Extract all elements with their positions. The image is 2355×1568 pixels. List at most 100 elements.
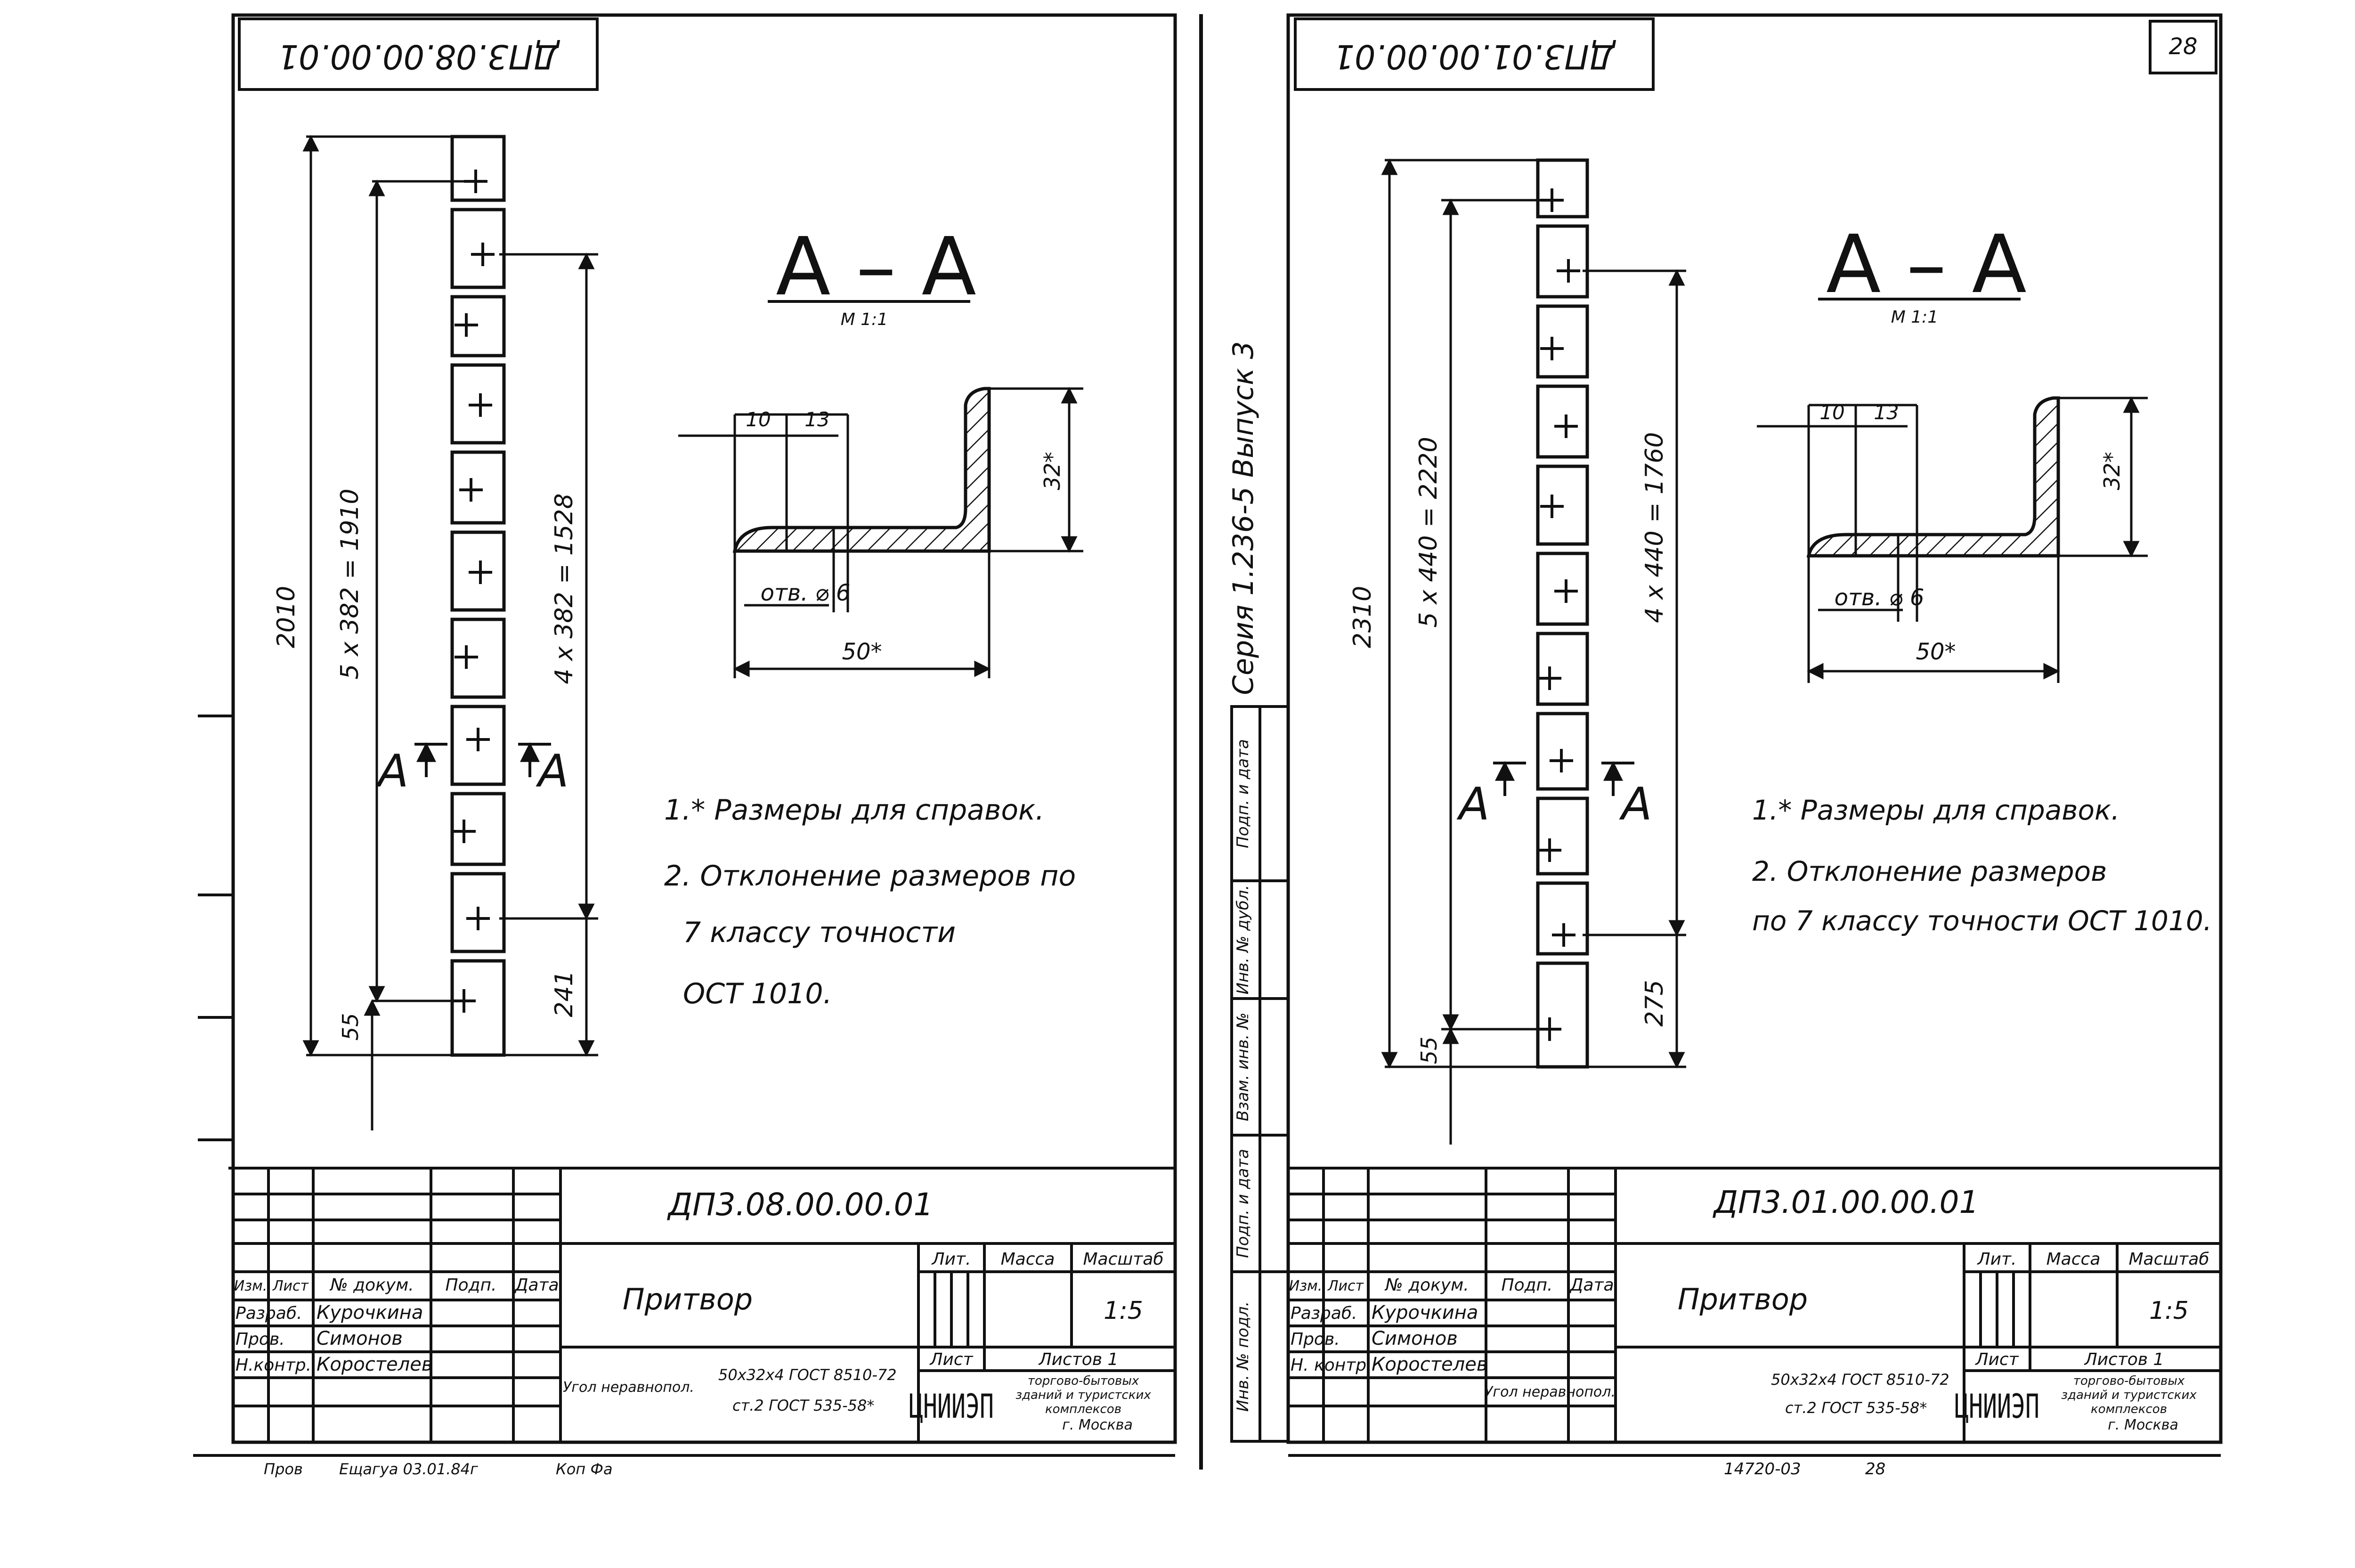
left-tb-scale-label: Масштаб xyxy=(1083,1250,1163,1269)
left-tb-material-1: Угол неравнопол. xyxy=(563,1379,694,1396)
left-section-d13: 13 xyxy=(804,408,829,431)
left-tb-material-2: 50х32х4 ГОСТ 8510-72 xyxy=(718,1366,897,1384)
right-tb-org-4: г. Москва xyxy=(2108,1417,2178,1433)
right-tb-col-izm: Изм. xyxy=(1289,1278,1323,1294)
spine: Серия 1.236-5 Выпуск 3 Инв. № подл. Подп… xyxy=(1227,341,1290,1443)
left-section-hole: отв. ⌀ 6 xyxy=(761,580,851,606)
left-tb-col-date: Дата xyxy=(514,1276,559,1295)
spine-label-3: Взам. инв. № xyxy=(1234,1013,1252,1121)
right-section-title: А – А xyxy=(1826,218,2027,311)
left-tb-lit: Лит. xyxy=(931,1250,971,1269)
right-section-dims xyxy=(1757,396,2148,683)
right-tb-role-3: Н. контр. xyxy=(1291,1356,1372,1375)
left-tb-sheet: Лист xyxy=(929,1350,973,1369)
left-tb-col-list: Лист xyxy=(272,1278,309,1294)
left-tb-org-3: комплексов xyxy=(1045,1402,1121,1416)
left-dim-bottom-offset: 241 xyxy=(550,970,578,1017)
right-title-block xyxy=(1288,1167,2221,1442)
left-dim-four-pitch: 4 х 382 = 1528 xyxy=(550,493,578,684)
left-section-height: 32* xyxy=(1039,452,1065,490)
left-tb-org-2: зданий и туристских xyxy=(1015,1388,1151,1402)
right-sheet: ДП3.01.00.00.01 28 xyxy=(1286,13,2223,1479)
left-dimensions xyxy=(302,135,598,1130)
right-tb-scale: 1:5 xyxy=(2149,1297,2189,1325)
right-note-2: 2. Отклонение размеров xyxy=(1752,855,2107,887)
right-tb-org-1: торгово-бытовых xyxy=(2073,1374,2185,1388)
right-footer-archive: 14720-03 xyxy=(1724,1460,1801,1479)
left-tb-role-1: Разраб. xyxy=(236,1304,302,1323)
left-section-width: 50* xyxy=(842,639,882,665)
left-cut-letter-1: А xyxy=(375,746,409,797)
spine-label-1: Инв. № подл. xyxy=(1234,1301,1252,1412)
left-section-d10: 10 xyxy=(746,408,771,431)
left-tb-name: Притвор xyxy=(623,1282,753,1316)
right-tb-code: ДП3.01.00.00.01 xyxy=(1712,1184,1979,1220)
right-dim-five-pitch: 5 х 440 = 2220 xyxy=(1414,437,1443,627)
left-edge-ticks xyxy=(198,715,233,1141)
left-tb-person-2: Симонов xyxy=(317,1328,403,1349)
right-tb-material-2: 50х32х4 ГОСТ 8510-72 xyxy=(1771,1371,1949,1389)
left-note-2: 2. Отклонение размеров по xyxy=(664,860,1076,893)
left-frame xyxy=(231,13,1177,1444)
right-tb-col-doc: № докум. xyxy=(1384,1276,1469,1295)
left-tb-role-2: Пров. xyxy=(236,1330,285,1349)
right-tb-person-1: Курочкина xyxy=(1372,1302,1478,1324)
right-tb-mass: Масса xyxy=(2046,1250,2101,1269)
right-tb-name: Притвор xyxy=(1678,1282,1808,1316)
right-frame xyxy=(1286,13,2223,1444)
left-section-title: А – А xyxy=(776,220,976,314)
left-stamp-box xyxy=(238,17,599,91)
right-page-box xyxy=(2149,20,2217,74)
right-dim-total: 2310 xyxy=(1348,586,1377,648)
left-tb-col-doc: № докум. xyxy=(329,1276,414,1295)
left-dim-five-pitch: 5 х 382 = 1910 xyxy=(336,488,364,679)
right-section-height: 32* xyxy=(2099,452,2125,490)
right-tb-org-logo: ЦНИИЭП xyxy=(1955,1387,2039,1426)
right-section-scale: М 1:1 xyxy=(1891,308,1938,327)
left-tb-org-1: торгово-бытовых xyxy=(1028,1374,1139,1388)
spine-series: Серия 1.236-5 Выпуск 3 xyxy=(1227,341,1260,695)
right-dim-end-offset: 55 xyxy=(1416,1037,1442,1064)
left-note-4: ОСТ 1010. xyxy=(683,977,832,1010)
right-tb-sheet: Лист xyxy=(1974,1350,2019,1369)
right-dim-bottom-offset: 275 xyxy=(1640,980,1669,1026)
right-tb-person-3: Коростелев xyxy=(1372,1354,1487,1375)
right-tb-sheets: Листов 1 xyxy=(2084,1350,2164,1369)
left-title-block xyxy=(228,1167,1175,1442)
left-sheet: ДП3.08.00.00.01 xyxy=(193,13,1177,1478)
left-strip xyxy=(450,135,506,1057)
spine-label-4: Инв. № дубл. xyxy=(1234,885,1252,995)
right-page-number: 28 xyxy=(2168,33,2197,60)
right-cut-letter-2: А xyxy=(1619,779,1652,830)
left-tb-material-3: ст.2 ГОСТ 535-58* xyxy=(732,1397,874,1414)
left-stamp-code: ДП3.08.00.00.01 xyxy=(277,37,560,76)
left-footer-copy: Коп Фа xyxy=(556,1460,613,1478)
left-dim-end-offset: 55 xyxy=(338,1013,363,1041)
right-dim-four-pitch: 4 х 440 = 1760 xyxy=(1640,432,1669,623)
right-hole-marks xyxy=(1538,188,1580,1041)
right-tb-org-2: зданий и туристских xyxy=(2061,1388,2197,1402)
left-tb-role-3: Н.контр. xyxy=(236,1356,311,1375)
right-tb-role-2: Пров. xyxy=(1291,1330,1340,1349)
right-tb-col-date: Дата xyxy=(1569,1276,1614,1295)
right-stamp-box xyxy=(1294,17,1655,91)
left-tb-mass: Масса xyxy=(1001,1250,1055,1269)
right-strip xyxy=(1536,158,1589,1069)
right-tb-person-2: Симонов xyxy=(1372,1328,1458,1349)
left-tb-org-4: г. Москва xyxy=(1062,1417,1133,1433)
right-tb-lit: Лит. xyxy=(1977,1250,2017,1269)
right-dimensions xyxy=(1381,158,1686,1145)
left-tb-org-logo: ЦНИИЭП xyxy=(909,1387,994,1426)
right-note-3: по 7 классу точности ОСТ 1010. xyxy=(1752,905,2212,937)
left-tb-code: ДП3.08.00.00.01 xyxy=(666,1186,933,1223)
spine-label-2: Подп. и дата xyxy=(1234,1149,1252,1258)
left-hole-marks xyxy=(452,170,495,1013)
spine-label-5: Подп. и дата xyxy=(1234,739,1252,848)
right-tb-material-1: Угол неравнопол. xyxy=(1484,1384,1616,1400)
left-footer-checked: Пров xyxy=(264,1460,303,1478)
right-tb-scale-label: Масштаб xyxy=(2128,1250,2209,1269)
right-tb-org-3: комплексов xyxy=(2091,1402,2167,1416)
left-tb-col-izm: Изм. xyxy=(234,1278,268,1294)
left-tb-person-3: Коростелев xyxy=(317,1354,432,1375)
